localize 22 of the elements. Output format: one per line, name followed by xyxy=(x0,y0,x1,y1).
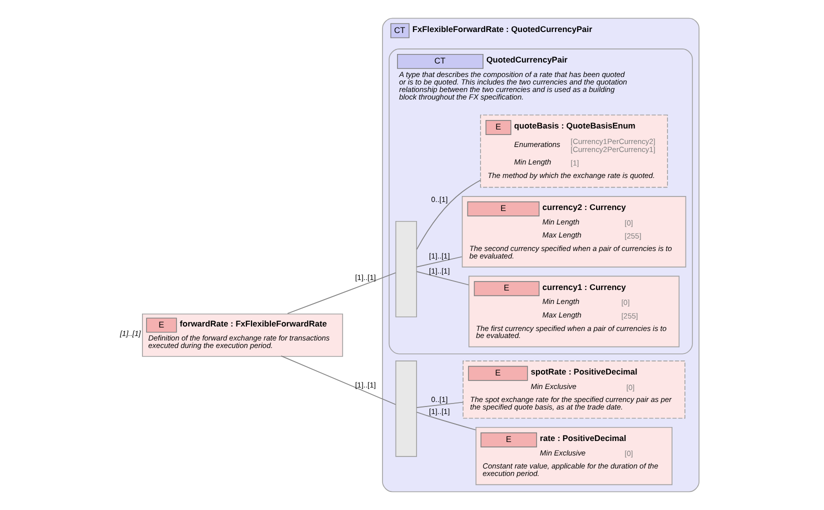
node-box: E quoteBasis : QuoteBasisEnum Enumerations [Currency1PerCurrency2] [Currency2PerCurrency1] Min Length [1] The method by which the exchange rate is quoted. xyxy=(480,114,668,188)
connector xyxy=(416,180,481,250)
connector xyxy=(416,271,470,286)
edge-label: [1]..[1] xyxy=(429,251,450,260)
edge-label: [1]..[1] xyxy=(355,380,376,390)
connector xyxy=(416,256,462,268)
connector xyxy=(416,402,464,408)
edge-label: [1]..[1] xyxy=(429,406,450,416)
edge-label: [1]..[1] xyxy=(355,273,376,282)
edge-label: [1]..[1] xyxy=(429,266,450,276)
connector xyxy=(287,272,396,314)
node-box xyxy=(395,360,417,457)
connector xyxy=(416,412,476,430)
node-box: E currency1 : Currency Min Length [0] Max Length [255] The first currency specified when a pair of currencies is to be evaluated. xyxy=(468,276,680,348)
edge-label: 0..[1] xyxy=(431,194,448,204)
edge-label: 0..[1] xyxy=(431,395,448,404)
node-box: E rate : PositiveDecimal Min Exclusive [0] Constant rate value, applicable for the duration of the execution period. xyxy=(476,426,672,486)
node-label: [1]..[1] xyxy=(120,329,141,338)
connector xyxy=(280,356,396,405)
node-box: E spotRate : PositiveDecimal Min Exclusive [0] The spot exchange rate for the specified currency pair as per the specified quote basis, as at the trade date. xyxy=(462,360,686,419)
node-box xyxy=(395,220,417,318)
node-box: E currency2 : Currency Min Length [0] Max Length [255] The second currency specified when a pair of currencies is to be evaluated. xyxy=(462,196,686,268)
